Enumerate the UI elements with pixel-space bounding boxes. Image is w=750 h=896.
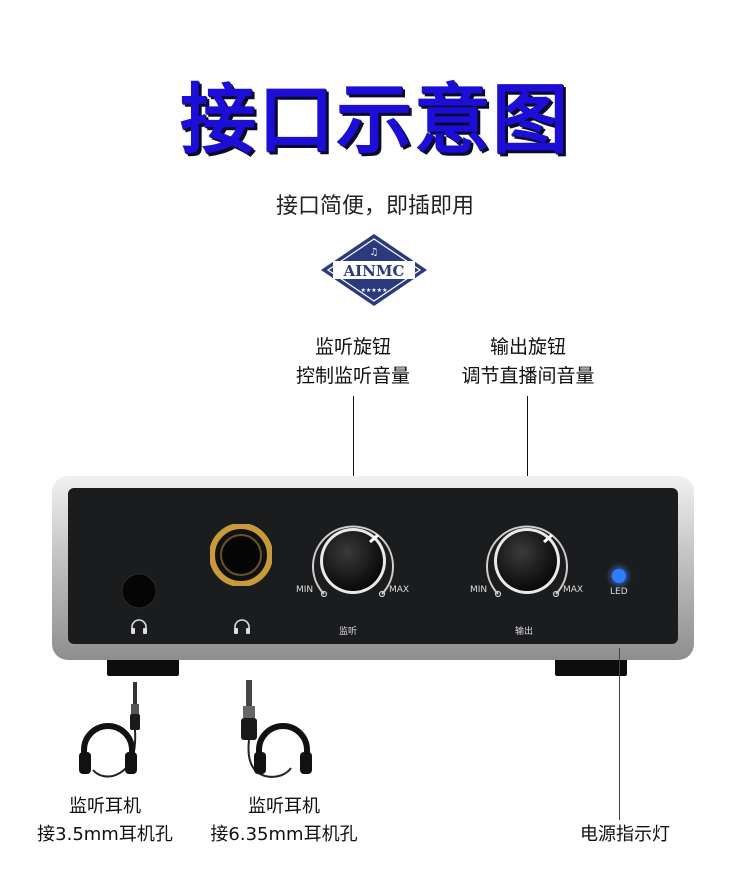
monitor-panel-label: 监听	[339, 627, 358, 637]
monitor-knob-callout: 监听旋钮 控制监听音量	[268, 333, 438, 391]
logo-text: AINMC	[343, 262, 405, 280]
logo-stars: ★★★★★	[361, 287, 388, 294]
jack-6-35mm[interactable]	[210, 524, 272, 586]
power-leader-line	[619, 648, 620, 820]
headphone-3-5mm-desc: 接3.5mm耳机孔	[37, 824, 173, 845]
monitor-knob[interactable]	[304, 512, 402, 610]
headphone-6-35mm-caption: 监听耳机 接6.35mm耳机孔	[192, 793, 376, 849]
headphone-6-35mm-title: 监听耳机	[248, 796, 320, 817]
headphone-6-35mm-desc: 接6.35mm耳机孔	[210, 824, 358, 845]
monitor-min-label: MIN	[296, 585, 314, 595]
subtitle: 接口简便，即插即用	[275, 194, 474, 219]
headphone-3-5mm-title: 监听耳机	[69, 796, 141, 817]
output-knob-title: 输出旋钮	[489, 336, 566, 358]
headphone-icon	[131, 619, 147, 634]
headphone-3-5mm-illustration	[79, 682, 140, 778]
jack-3-5mm[interactable]	[119, 571, 159, 611]
output-knob[interactable]	[478, 512, 576, 610]
music-note-icon: ♫	[370, 247, 379, 258]
page-title: 接口示意图	[180, 75, 570, 164]
output-min-label: MIN	[470, 585, 488, 595]
headphone-6-35mm-illustration	[241, 680, 312, 778]
monitor-knob-title: 监听旋钮	[314, 336, 391, 358]
headphone-icon	[234, 619, 250, 634]
brand-logo: ♫ AINMC ★★★★★	[321, 234, 427, 306]
led-indicator	[612, 569, 626, 583]
power-indicator-caption: 电源指示灯	[580, 824, 670, 845]
output-knob-callout: 输出旋钮 调节直播间音量	[440, 333, 616, 391]
output-panel-label: 输出	[515, 627, 534, 637]
headphone-3-5mm-caption: 监听耳机 接3.5mm耳机孔	[20, 793, 190, 849]
monitor-leader-line	[353, 396, 354, 518]
monitor-knob-desc: 控制监听音量	[295, 365, 410, 387]
output-knob-desc: 调节直播间音量	[461, 365, 595, 387]
monitor-max-label: MAX	[389, 585, 410, 595]
output-leader-line	[527, 396, 528, 518]
output-max-label: MAX	[563, 585, 584, 595]
device-foot-left	[107, 656, 179, 676]
led-label: LED	[610, 587, 628, 597]
device-foot-right	[555, 656, 627, 676]
